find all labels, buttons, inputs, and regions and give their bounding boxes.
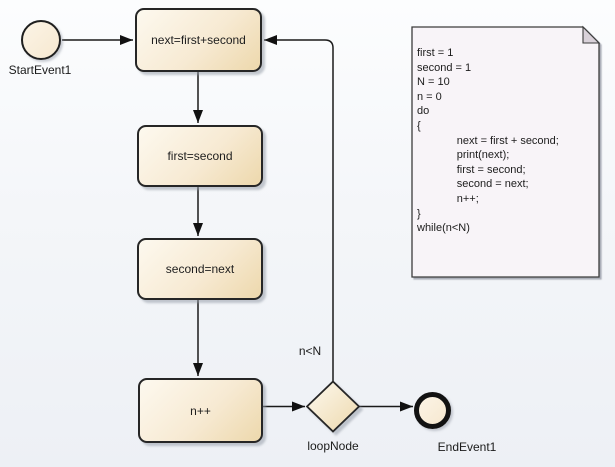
start-event-label: StartEvent1 [8, 63, 72, 77]
activity-second-next[interactable]: second=next [137, 238, 263, 300]
activity-next-first-second[interactable]: next=first+second [135, 8, 262, 72]
activity-label: first=second [167, 149, 233, 163]
activity-first-second[interactable]: first=second [137, 125, 263, 187]
end-event-label: EndEvent1 [437, 440, 497, 454]
note-code: first = 1 second = 1 N = 10 n = 0 do { n… [417, 47, 559, 235]
activity-label: second=next [165, 262, 235, 276]
note-shape[interactable] [411, 26, 600, 278]
start-event-node[interactable] [21, 20, 61, 60]
edge-loop-back[interactable] [264, 35, 334, 381]
decision-node[interactable] [305, 380, 361, 433]
activity-increment[interactable]: n++ [138, 378, 263, 443]
end-event-node[interactable] [414, 392, 451, 429]
activity-label: n++ [190, 403, 211, 418]
activity-label: next=first+second [151, 33, 246, 47]
decision-node-label: loopNode [307, 439, 359, 453]
loop-guard-label: n<N [298, 344, 322, 358]
note-fold-corner [582, 25, 601, 44]
